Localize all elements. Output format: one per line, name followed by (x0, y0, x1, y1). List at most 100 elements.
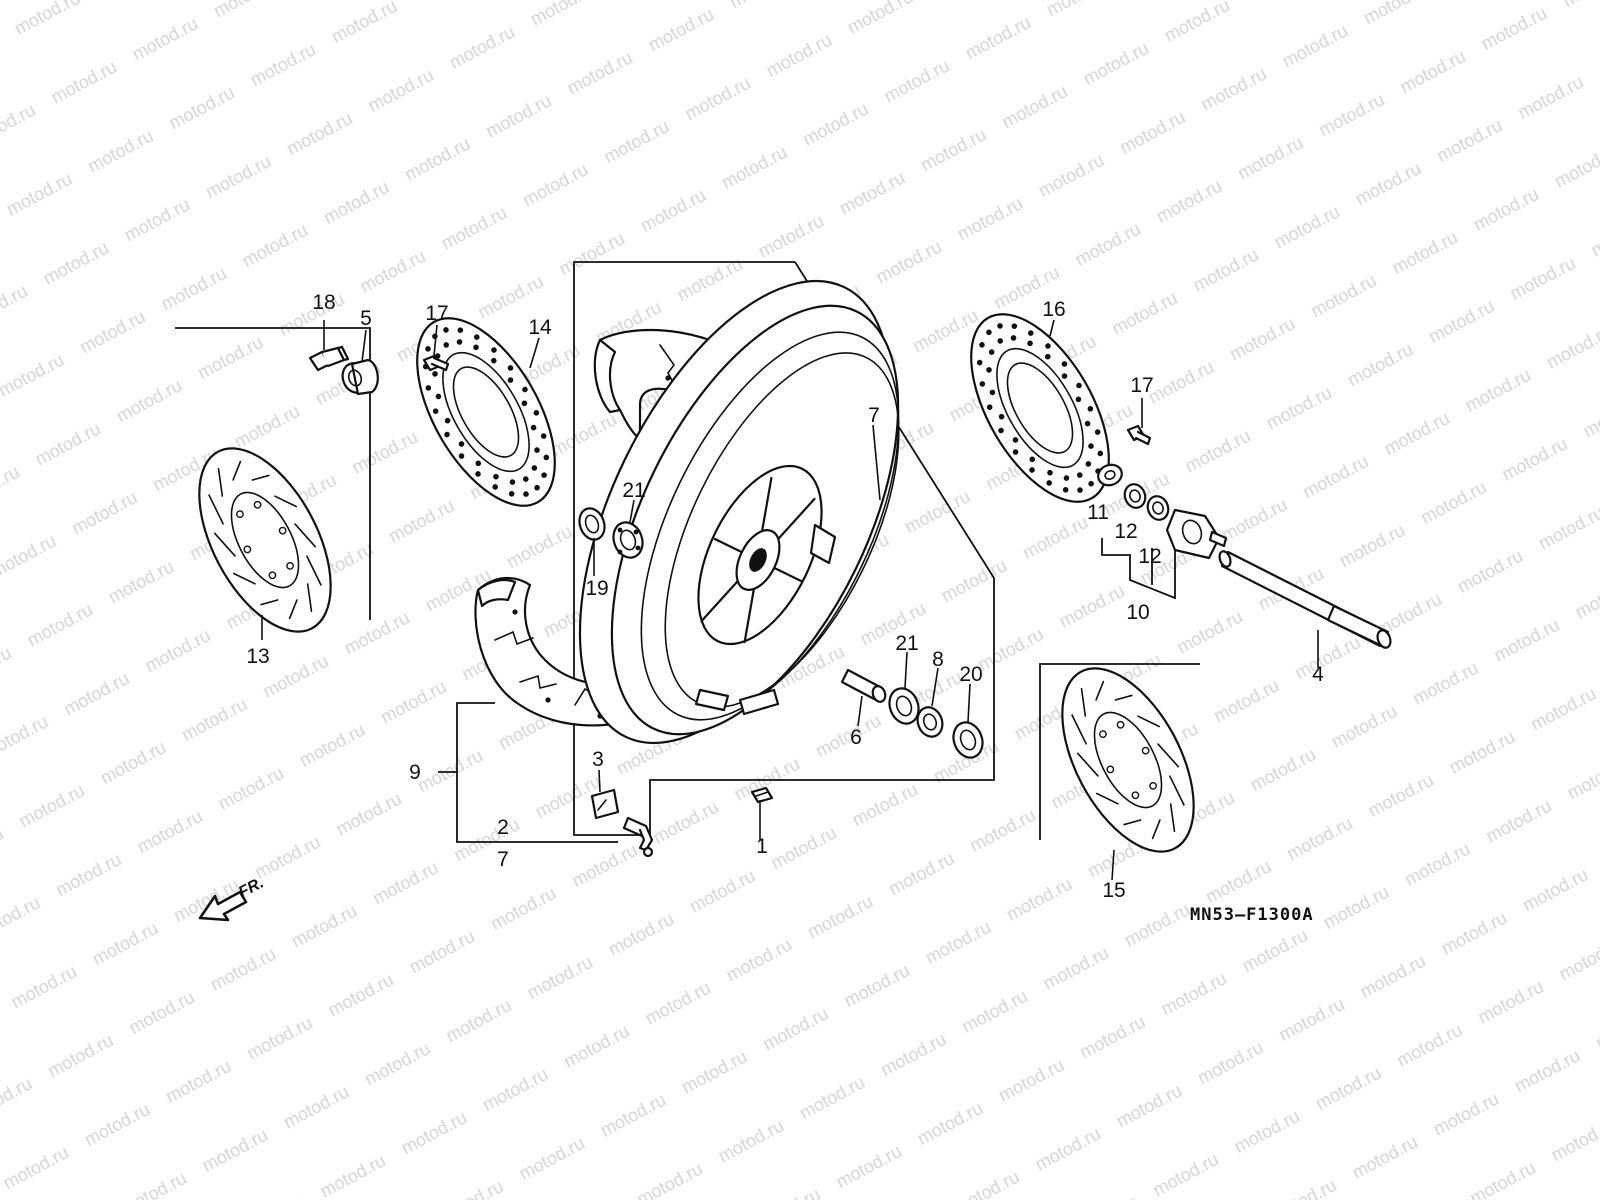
callout-5: 5 (360, 307, 372, 330)
disc-rivet (1141, 746, 1150, 755)
disc-hole (508, 491, 515, 497)
callout-3: 3 (592, 748, 604, 771)
disc-hole (531, 465, 538, 471)
disc-hole (1076, 472, 1083, 478)
axle-bolt-18 (308, 345, 350, 372)
disc-rivet (268, 571, 277, 580)
disc-hole (473, 334, 480, 340)
disc-slot (306, 555, 322, 586)
wheel-spoke (760, 476, 773, 533)
callout-2: 2 (497, 816, 509, 839)
disc-slot (1076, 752, 1099, 777)
disc-hole (444, 417, 451, 424)
disc-hole (457, 327, 464, 333)
wheel-spoke (713, 537, 743, 554)
disc-rivet (1131, 791, 1140, 800)
callout-10: 10 (1126, 601, 1149, 624)
disc-slot (1169, 803, 1176, 833)
disc-hole (443, 327, 449, 333)
callout-labels: 18 5 17 14 16 17 7 21 19 13 11 12 12 10 … (246, 291, 1324, 902)
disc-hole (1088, 443, 1094, 449)
callout-11: 11 (1087, 501, 1109, 524)
valve-2 (622, 816, 654, 858)
leader-lines (261, 319, 1319, 881)
disc-rivet (243, 545, 252, 554)
disc-bolt-17-left (422, 354, 450, 372)
disc-rivet (253, 500, 262, 509)
disc-hole (1029, 456, 1036, 463)
disc-slot (232, 572, 256, 585)
frame-right (1039, 663, 1200, 840)
disc-rivet (1099, 730, 1107, 739)
disc-slot (1151, 819, 1161, 840)
brake-disc-13 (198, 447, 332, 633)
disc-slot (1095, 792, 1119, 805)
disc-hole (456, 339, 463, 345)
brake-disc-14 (416, 317, 556, 507)
disc-hole (998, 413, 1005, 420)
disc-slot (1095, 680, 1105, 701)
callout-13: 13 (246, 645, 269, 668)
disc-hole (490, 357, 497, 364)
disc-hole (1044, 353, 1051, 360)
clip-1 (750, 786, 774, 804)
wheel-spoke (777, 497, 816, 541)
disc-hole (988, 349, 995, 355)
disc-hole (979, 381, 986, 387)
washer-12-b (1146, 495, 1170, 521)
disc-hole (1046, 480, 1053, 486)
disc-hole (1047, 469, 1053, 476)
disc-hole (1088, 480, 1094, 487)
disc-slot (232, 460, 242, 481)
disc-hole (541, 472, 547, 478)
disc-hole (540, 433, 547, 439)
callout-19: 19 (585, 577, 608, 600)
disc-hole (1075, 396, 1082, 403)
disc-bolt-17-right (1126, 424, 1152, 446)
callout-1: 1 (756, 835, 768, 858)
disc-rivet (286, 561, 294, 570)
bearing-21-top (612, 521, 644, 559)
disc-hole (1010, 335, 1017, 341)
callout-17-right: 17 (1130, 374, 1153, 397)
disc-slot (306, 583, 313, 613)
disc-hole (458, 441, 465, 447)
washer-12-a (1123, 483, 1147, 509)
disc-rivet (278, 526, 287, 535)
disc-slot (1137, 715, 1161, 728)
disc-hole (1085, 461, 1092, 467)
disc-hole (1084, 420, 1091, 427)
callout-15: 15 (1102, 879, 1125, 902)
disc-hole (1097, 450, 1104, 457)
axle-4 (1218, 550, 1392, 649)
balance-weight-3 (590, 788, 620, 820)
gearbox-10 (1165, 508, 1228, 560)
disc-hole (492, 484, 499, 490)
disc-hole (493, 473, 499, 480)
wheel-spoke (743, 587, 756, 644)
disc-hole (1011, 323, 1018, 329)
callout-21-bottom: 21 (895, 632, 918, 655)
bracket-9 (438, 702, 618, 843)
wheel-spoke (773, 566, 803, 583)
wheel-rim (578, 279, 900, 745)
callout-16: 16 (1042, 298, 1065, 321)
disc-hole (507, 377, 514, 383)
disc-hole (521, 400, 528, 407)
disc-hole (491, 347, 497, 353)
callout-17-left: 17 (425, 302, 448, 325)
callout-21-top: 21 (622, 479, 645, 502)
bearing-19 (578, 507, 606, 541)
disc-hole (1012, 437, 1019, 443)
dust-seal-20 (952, 721, 984, 759)
disc-hole (1027, 340, 1033, 347)
wheel-spoke (700, 579, 739, 623)
disc-hole (1027, 330, 1034, 336)
disc-hole (475, 460, 482, 467)
disc-slot (213, 532, 236, 557)
disc-hole (458, 453, 465, 459)
disc-slot (1123, 819, 1142, 826)
callout-18: 18 (312, 291, 335, 314)
disc-hole (1087, 406, 1094, 412)
